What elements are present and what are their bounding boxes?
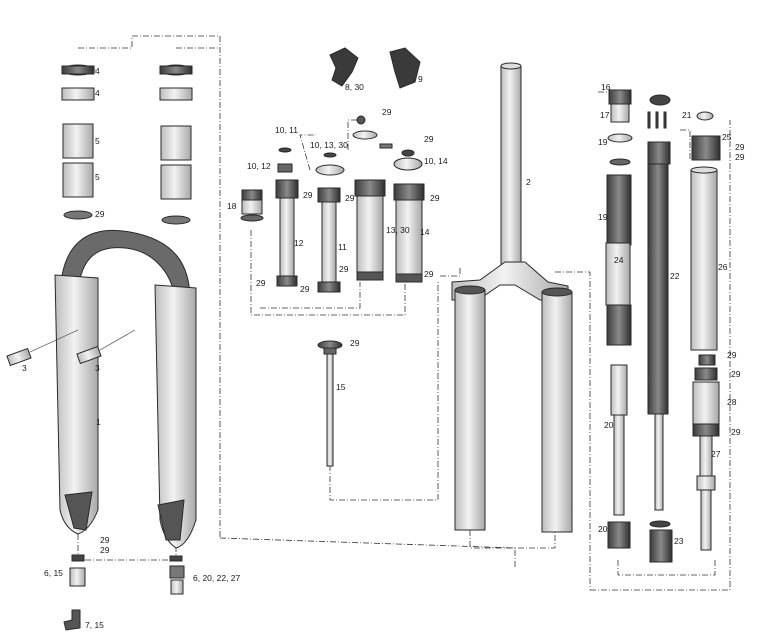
label-29: 29 <box>350 338 360 348</box>
damper-cartridge-12 <box>279 197 295 277</box>
label-2: 2 <box>526 177 531 187</box>
label-29: 29 <box>303 190 313 200</box>
spacer-24 <box>605 242 631 306</box>
label-5: 5 <box>95 172 100 182</box>
label-10-13-30: 10, 13, 30 <box>310 140 348 150</box>
right-stanchion <box>541 291 573 533</box>
label-7-15: 7, 15 <box>85 620 104 630</box>
right-lower-leg <box>154 284 197 549</box>
label-18: 18 <box>227 201 237 211</box>
label-29: 29 <box>256 278 266 288</box>
label-10-14: 10, 14 <box>424 156 448 166</box>
damper-cartridge-13 <box>356 195 384 273</box>
air-piston-28 <box>692 381 720 425</box>
rebound-knob <box>63 609 81 631</box>
label-29: 29 <box>345 193 355 203</box>
label-11: 11 <box>338 242 347 252</box>
label-6-15: 6, 15 <box>44 568 63 578</box>
label-16: 16 <box>601 82 611 92</box>
label-29: 29 <box>100 535 110 545</box>
label-29: 29 <box>735 142 745 152</box>
lower-leg-assembly <box>6 64 197 631</box>
label-29: 29 <box>731 369 741 379</box>
label-29: 29 <box>735 152 745 162</box>
bottom-bolt <box>69 567 86 587</box>
label-1: 1 <box>96 417 101 427</box>
crown-steerer-assembly <box>451 62 573 533</box>
left-stanchion <box>454 289 486 531</box>
air-shaft-27 <box>700 489 712 551</box>
spring-air-assembly <box>605 89 721 563</box>
top-cap <box>610 103 630 123</box>
label-29: 29 <box>424 134 434 144</box>
label-3: 3 <box>22 363 27 373</box>
label-29: 29 <box>95 209 105 219</box>
label-3: 3 <box>95 363 100 373</box>
label-6-20-22-27: 6, 20, 22, 27 <box>193 573 241 583</box>
foam-ring <box>63 210 93 220</box>
bearing-ring <box>61 87 95 101</box>
label-29: 29 <box>727 350 737 360</box>
label-19: 19 <box>598 137 608 147</box>
label-29: 29 <box>100 545 110 555</box>
label-20: 20 <box>604 420 614 430</box>
label-19: 19 <box>598 212 608 222</box>
label-22: 22 <box>670 271 680 281</box>
remote-lever-alt <box>389 47 421 89</box>
damper-cartridge-14 <box>395 199 423 275</box>
damper-cartridge-11 <box>321 201 337 283</box>
label-29: 29 <box>300 284 310 294</box>
label-27: 27 <box>711 449 721 459</box>
coil-spring-upper <box>606 174 632 246</box>
bushing-lower <box>62 162 94 198</box>
spring-shaft <box>613 414 625 516</box>
label-25: 25 <box>722 132 732 142</box>
label-10-12: 10, 12 <box>247 161 271 171</box>
label-10-11: 10, 11 <box>275 125 298 135</box>
label-23: 23 <box>674 536 684 546</box>
label-26: 26 <box>718 262 728 272</box>
label-12: 12 <box>294 238 304 248</box>
label-15: 15 <box>336 382 346 392</box>
label-17: 17 <box>600 110 610 120</box>
label-8-30: 8, 30 <box>345 82 364 92</box>
label-29: 29 <box>731 427 741 437</box>
label-4: 4 <box>95 66 100 76</box>
label-5: 5 <box>95 136 100 146</box>
label-14: 14 <box>420 227 430 237</box>
rebound-shaft <box>326 353 334 467</box>
label-24: 24 <box>614 255 624 265</box>
air-cylinder-26 <box>690 169 718 351</box>
brake-post-bolt <box>6 347 32 367</box>
label-29: 29 <box>424 269 434 279</box>
remote-lever <box>329 47 359 87</box>
damper-assembly <box>240 47 425 467</box>
label-20: 20 <box>598 524 608 534</box>
label-13-30: 13, 30 <box>386 225 410 235</box>
label-29: 29 <box>430 193 440 203</box>
assembly-guide-lines <box>77 35 731 591</box>
coil-spring-22 <box>647 163 669 415</box>
label-9: 9 <box>418 74 423 84</box>
steerer-tube <box>500 65 522 267</box>
label-21: 21 <box>682 110 692 120</box>
label-29: 29 <box>339 264 349 274</box>
left-lower-leg <box>54 274 99 535</box>
label-29: 29 <box>382 107 392 117</box>
label-28: 28 <box>727 397 737 407</box>
bushing-upper <box>62 123 94 159</box>
label-4: 4 <box>95 88 100 98</box>
